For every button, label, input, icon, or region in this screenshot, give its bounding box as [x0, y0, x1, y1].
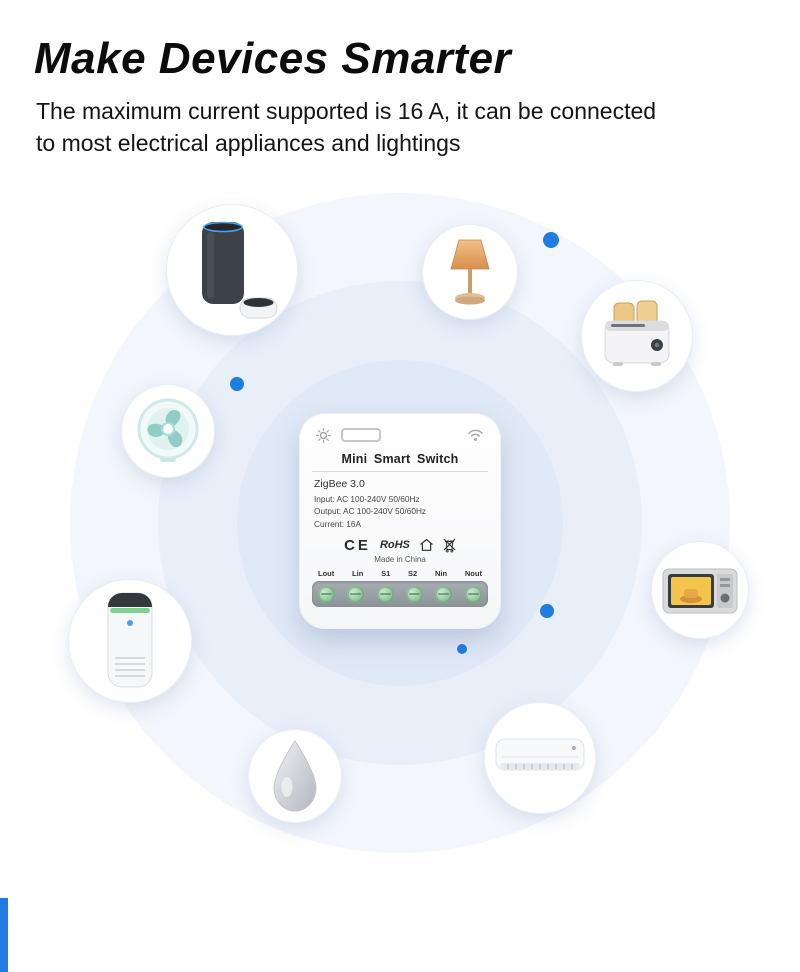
terminal-label-nin: Nin	[435, 569, 448, 579]
terminal-strip	[312, 581, 488, 608]
smart-switch-device: Mini Smart Switch ZigBee 3.0 Input: AC 1…	[299, 413, 501, 629]
subtitle-line-2: to most electrical appliances and lighti…	[36, 129, 461, 156]
subtitle-line-1: The maximum current supported is 16 A, i…	[36, 98, 657, 124]
humidifier-icon	[273, 740, 317, 812]
air-purifier-icon	[107, 592, 153, 688]
terminal-label-s1: S1	[381, 569, 391, 579]
terminal-label-lout: Lout	[318, 569, 335, 579]
device-protocol: ZigBee 3.0	[314, 478, 365, 490]
decor-dot	[457, 644, 467, 654]
appliance-bubble-air-conditioner	[484, 702, 596, 814]
indoor-use-icon	[420, 539, 433, 552]
appliance-bubble-toaster	[581, 280, 693, 392]
device-spec-output: Output: AC 100-240V 50/60Hz	[314, 506, 427, 517]
device-name: Mini Smart Switch	[341, 452, 459, 466]
wifi-icon	[468, 429, 483, 441]
ce-mark: CE	[344, 536, 371, 554]
decor-dot	[540, 604, 554, 618]
divider	[312, 471, 488, 472]
reset-button-slot	[341, 428, 381, 442]
appliance-bubble-fan	[121, 384, 215, 478]
appliance-bubble-smart-speaker	[166, 204, 298, 336]
appliance-bubble-table-lamp	[422, 224, 518, 320]
air-conditioner-icon	[495, 738, 585, 771]
appliance-bubble-microwave	[651, 541, 749, 639]
terminal-labels: Lout Lin S1 S2 Nin Nout	[299, 569, 501, 578]
terminal-screw	[464, 585, 482, 603]
appliance-bubble-air-purifier	[68, 579, 192, 703]
terminal-screw	[376, 585, 394, 603]
device-top-row	[299, 423, 501, 445]
terminal-screw	[435, 585, 453, 603]
rohs-mark: RoHS	[379, 539, 410, 552]
terminal-label-lin: Lin	[352, 569, 364, 579]
header: Make Devices Smarter The maximum current…	[34, 34, 774, 159]
fan-icon	[137, 398, 199, 462]
smart-speaker-icon	[202, 221, 278, 319]
decor-dot	[230, 377, 244, 391]
page-subtitle: The maximum current supported is 16 A, i…	[36, 96, 774, 159]
microwave-icon	[662, 568, 738, 614]
weee-bin-icon	[443, 538, 456, 553]
made-in-label: Made in China	[374, 555, 426, 565]
terminal-screw	[406, 585, 424, 603]
certification-row: CE RoHS	[299, 536, 501, 554]
terminal-label-s2: S2	[408, 569, 418, 579]
table-lamp-icon	[450, 239, 490, 305]
toaster-icon	[604, 300, 670, 366]
device-spec-current: Current: 16A	[314, 518, 362, 529]
page-title: Make Devices Smarter	[34, 34, 512, 83]
appliance-bubble-humidifier	[248, 729, 342, 823]
terminal-screw	[347, 585, 365, 603]
device-spec-input: Input: AC 100-240V 50/60Hz	[314, 494, 420, 504]
brightness-icon	[316, 427, 331, 443]
corner-accent-bar	[0, 898, 8, 972]
decor-dot	[543, 232, 559, 248]
terminal-screw	[318, 585, 336, 603]
terminal-label-nout: Nout	[464, 569, 482, 579]
